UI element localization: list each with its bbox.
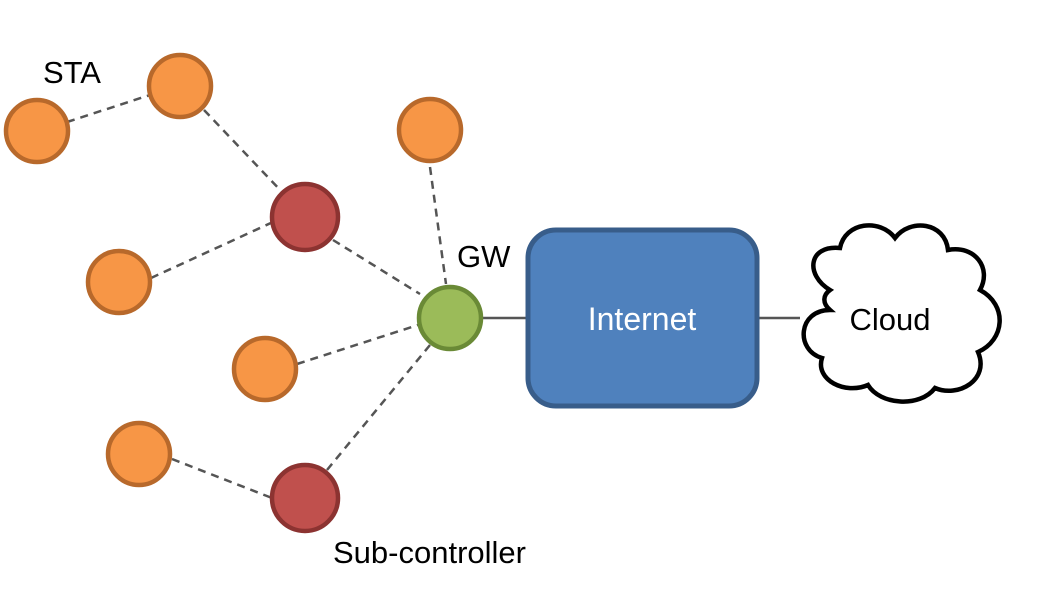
- cloud-shape: [801, 223, 1002, 404]
- sta-nodes: [3, 52, 464, 488]
- gateway-label: GW: [457, 239, 511, 274]
- sta-node: [3, 97, 71, 165]
- link-sta-bottom-left-to-sub-controller-bottom: [171, 457, 273, 500]
- sta-node: [146, 52, 214, 120]
- link-sta-top-to-sub-controller-top: [203, 109, 284, 194]
- sta-label: STA: [43, 55, 101, 90]
- wireless-links: [66, 93, 448, 500]
- sta-node: [231, 335, 299, 403]
- sta-node: [396, 96, 464, 164]
- sub-controller-nodes: [269, 181, 341, 534]
- sub-controller-node: [269, 181, 341, 253]
- link-sta-middle-to-gateway: [296, 323, 419, 366]
- internet-label: Internet: [588, 301, 697, 337]
- link-sub-controller-bottom-to-gateway: [326, 344, 431, 471]
- link-sta-left-to-sta-top: [66, 93, 151, 124]
- cloud-label: Cloud: [850, 302, 931, 337]
- link-sta-top-right-to-gateway: [428, 166, 448, 285]
- sta-node: [105, 420, 173, 488]
- gateway-node: [416, 284, 484, 352]
- sta-node: [85, 248, 153, 316]
- link-sta-mid-left-to-sub-controller-top: [150, 220, 274, 280]
- internet-box: [525, 227, 760, 409]
- sub-controller-label: Sub-controller: [333, 535, 526, 570]
- sub-controller-node: [269, 462, 341, 534]
- link-sub-controller-top-to-gateway: [332, 238, 421, 296]
